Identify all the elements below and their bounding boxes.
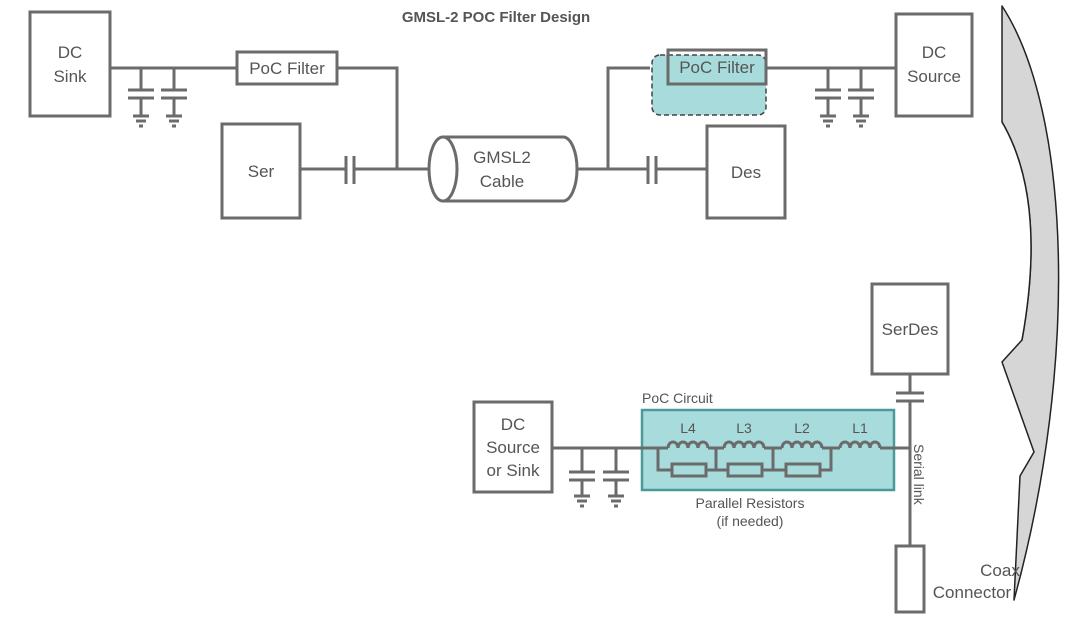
serdes-label: SerDes <box>882 320 939 339</box>
poc-filter-left-box <box>235 50 339 86</box>
inductor-l2 <box>780 440 824 449</box>
dc-sink-label-1: DC <box>58 43 83 62</box>
inductor-l4-label: L4 <box>680 420 696 436</box>
top-schematic: DC Sink PoC Filter S <box>28 10 974 220</box>
coax-label-1: Coax <box>980 561 1020 580</box>
capacitor-right-2 <box>848 68 874 128</box>
dc-sink-box <box>28 10 112 118</box>
parallel-resistors <box>656 448 833 478</box>
capacitor-bottom-2 <box>603 448 629 508</box>
des-label: Des <box>731 163 761 182</box>
cable-label-1: GMSL2 <box>473 148 531 167</box>
dc-source-label-1: DC <box>922 43 947 62</box>
poc-filter-left-label: PoC Filter <box>249 59 325 78</box>
dc-source-sink-label-2: Source <box>486 438 540 457</box>
dc-source-box <box>894 12 974 118</box>
des-box <box>705 124 787 220</box>
poc-filter-right-label: PoC Filter <box>679 58 755 77</box>
inductor-l4 <box>666 440 710 449</box>
inductor-l2-label: L2 <box>794 420 810 436</box>
wire-filter-cable <box>337 66 430 171</box>
capacitor-right-1 <box>815 68 841 128</box>
bottom-schematic: SerDes Serial link Coax Connector PoC Ci… <box>472 282 1020 614</box>
dc-sink-label-2: Sink <box>53 67 87 86</box>
capacitor-bottom-1 <box>569 448 595 508</box>
inductor-l1-label: L1 <box>852 420 868 436</box>
wire-up-filter <box>606 66 650 169</box>
callout-arrow <box>1001 5 1060 601</box>
dc-source-sink-box <box>472 400 554 494</box>
coax-connector-box <box>894 544 926 614</box>
resistors-note-1: Parallel Resistors <box>696 495 805 511</box>
diagram-title: GMSL-2 POC Filter Design <box>402 9 590 26</box>
dc-source-sink-label-3: or Sink <box>487 461 540 480</box>
capacitor-left-2 <box>161 68 187 128</box>
resistors-note-2: (if needed) <box>717 513 784 529</box>
serdes-box <box>870 282 950 376</box>
poc-circuit-label: PoC Circuit <box>642 390 713 406</box>
gmsl2-cable <box>427 135 579 203</box>
dc-source-label-2: Source <box>907 67 961 86</box>
serial-link-label: Serial link <box>911 444 927 506</box>
inductor-l3-label: L3 <box>736 420 752 436</box>
inductor-l3 <box>722 440 766 449</box>
dc-source-sink-label-1: DC <box>501 415 526 434</box>
inductor-l1 <box>838 440 882 449</box>
coax-label-2: Connector <box>933 583 1012 602</box>
ser-box <box>220 122 302 220</box>
capacitor-left-1 <box>128 68 154 128</box>
ser-label: Ser <box>248 162 275 181</box>
cable-label-2: Cable <box>480 172 524 191</box>
